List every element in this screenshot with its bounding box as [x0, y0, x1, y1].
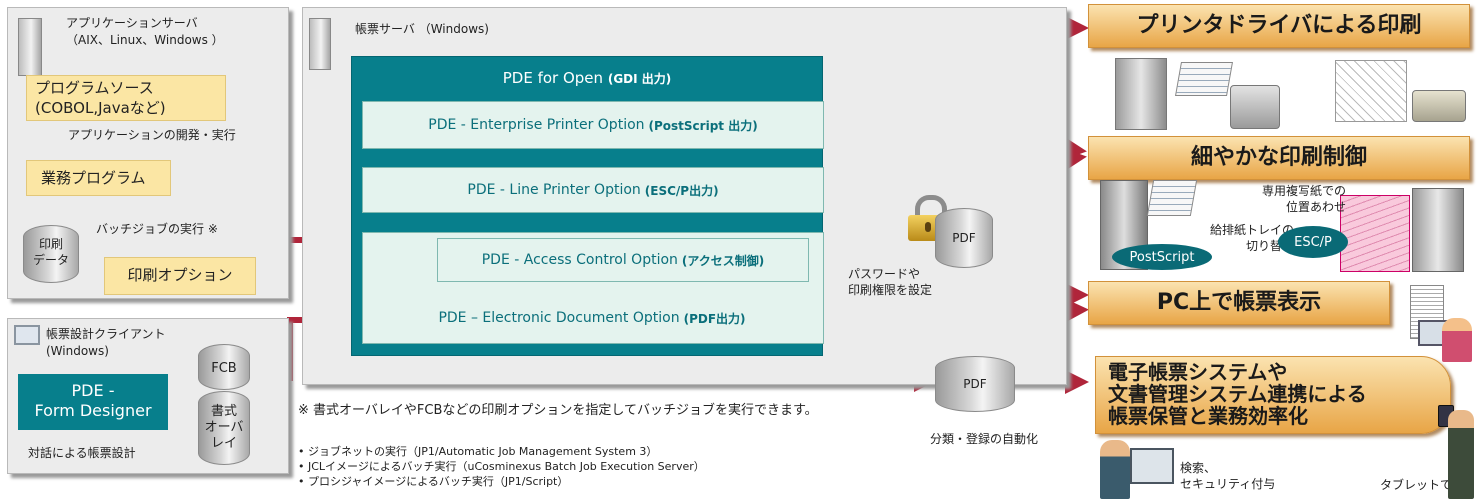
copier-icon [1115, 58, 1167, 130]
copy-paper-icon [1340, 195, 1410, 272]
form-server-title: 帳票サーバ （Windows) [355, 22, 489, 36]
batch-note: ※ 書式オーバレイやFCBなどの印刷オプションを指定してバッチジョブを実行できま… [298, 403, 818, 418]
form-designer-box: PDE - Form Designer [18, 374, 168, 430]
dev-exec-label: アプリケーションの開発・実行 [68, 128, 236, 142]
office-worker-icon [1100, 440, 1130, 499]
auto-classify-label: 分類・登録の自動化 [930, 432, 1039, 446]
fcb-cylinder: FCB [198, 344, 250, 390]
line-printer-option: PDE - Line Printer Option(ESC/P出力) [362, 167, 824, 213]
program-source-box: プログラムソース (COBOL,Javaなど) [26, 75, 226, 121]
pc-icon [14, 325, 40, 345]
bullet-1: • ジョブネットの実行（JP1/Automatic Job Management… [298, 445, 658, 458]
continuous-paper-icon [1335, 60, 1407, 122]
app-server-title: アプリケーションサーバ [66, 16, 198, 30]
overlay-cylinder: 書式 オーバ レイ [198, 391, 250, 465]
pde-open-title: PDE for Open (GDI 出力) [502, 69, 672, 87]
banner-printer-driver: プリンタドライバによる印刷 [1088, 4, 1470, 48]
server-icon [18, 18, 42, 76]
print-option-box: 印刷オプション [104, 257, 256, 295]
client-title: 帳票設計クライアント [46, 327, 166, 341]
print-data-cylinder: 印刷 データ [23, 225, 79, 283]
escp-badge: ESC/P [1278, 226, 1348, 258]
person-icon [1442, 318, 1472, 362]
tablet-label: タブレットで [1380, 478, 1453, 492]
electronic-document-option: PDE – Electronic Document Option(PDF出力) [438, 310, 746, 326]
workstation-icon [1130, 448, 1174, 484]
postscript-badge: PostScript [1112, 244, 1212, 270]
banner-doc-system: 電子帳票システムや 文書管理システム連携による 帳票保管と業務効率化 [1095, 356, 1451, 434]
access-control-option: PDE - Access Control Option(アクセス制御) [437, 238, 809, 282]
copy-paper-label: 専用複写紙での 位置あわせ [1262, 184, 1347, 214]
business-program-box: 業務プログラム [26, 160, 171, 196]
form-document-icon [1146, 180, 1198, 216]
search-security-label: 検索、 セキュリティ付与 [1180, 461, 1276, 491]
pdf-cylinder-1: PDF [935, 208, 993, 268]
app-server-panel: アプリケーションサーバ （AIX、Linux、Windows ） プログラムソー… [7, 7, 289, 299]
banner-fine-control: 細やかな印刷制御 [1088, 136, 1470, 180]
line-printer-icon [1412, 188, 1464, 272]
server-icon [309, 18, 331, 70]
dot-printer-icon [1412, 90, 1466, 122]
pdf-cylinder-2: PDF [935, 356, 1015, 412]
batch-exec-label: バッチジョブの実行 ※ [96, 222, 218, 236]
bullet-2: • JCLイメージによるバッチ実行（uCosminexus Batch Job … [298, 460, 705, 473]
interactive-design-label: 対話による帳票設計 [28, 446, 136, 460]
document-icon [1175, 62, 1233, 96]
password-note: パスワードや 印刷権限を設定 [848, 267, 933, 297]
app-server-subtitle: （AIX、Linux、Windows ） [66, 33, 224, 47]
tablet-user-icon [1448, 410, 1474, 499]
bullet-3: • プロシジャイメージによるバッチ実行（JP1/Script） [298, 475, 569, 488]
enterprise-printer-option: PDE - Enterprise Printer Option(PostScri… [362, 101, 824, 149]
client-subtitle: (Windows) [46, 344, 109, 358]
banner-pc-display: PC上で帳票表示 [1088, 281, 1390, 325]
laser-printer-icon [1230, 85, 1280, 129]
client-panel: 帳票設計クライアント (Windows) PDE - Form Designer… [7, 318, 289, 474]
